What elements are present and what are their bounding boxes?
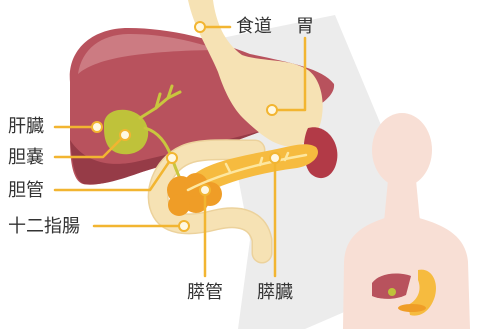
liver-label: 肝臓 — [8, 116, 44, 137]
gallbladder-leader-dot — [120, 130, 130, 140]
duodenum-leader-dot — [179, 221, 189, 231]
silhouette-neck — [384, 180, 420, 222]
esophagus-leader-dot — [195, 22, 205, 32]
duodenum-label: 十二指腸 — [8, 216, 80, 237]
stomach-label: 胃 — [296, 16, 314, 37]
bile-duct-label: 胆管 — [8, 180, 44, 201]
stomach-leader-dot — [267, 105, 277, 115]
liver-leader-dot — [92, 122, 102, 132]
silhouette-torso — [343, 218, 470, 329]
pancreatic-duct-label: 膵管 — [187, 282, 223, 303]
bile-duct-leader-dot — [167, 153, 177, 163]
esophagus-label: 食道 — [236, 16, 272, 37]
gallbladder-label: 胆嚢 — [8, 147, 44, 168]
pancreas-head-lobe — [168, 194, 190, 216]
pancreas-leader-dot — [270, 153, 280, 163]
silhouette-head — [372, 113, 432, 187]
pancreatic-duct-leader-dot — [200, 185, 210, 195]
mini-gallbladder — [388, 288, 396, 296]
mini-pancreas — [398, 304, 426, 312]
pancreas-label: 膵臓 — [257, 282, 293, 303]
